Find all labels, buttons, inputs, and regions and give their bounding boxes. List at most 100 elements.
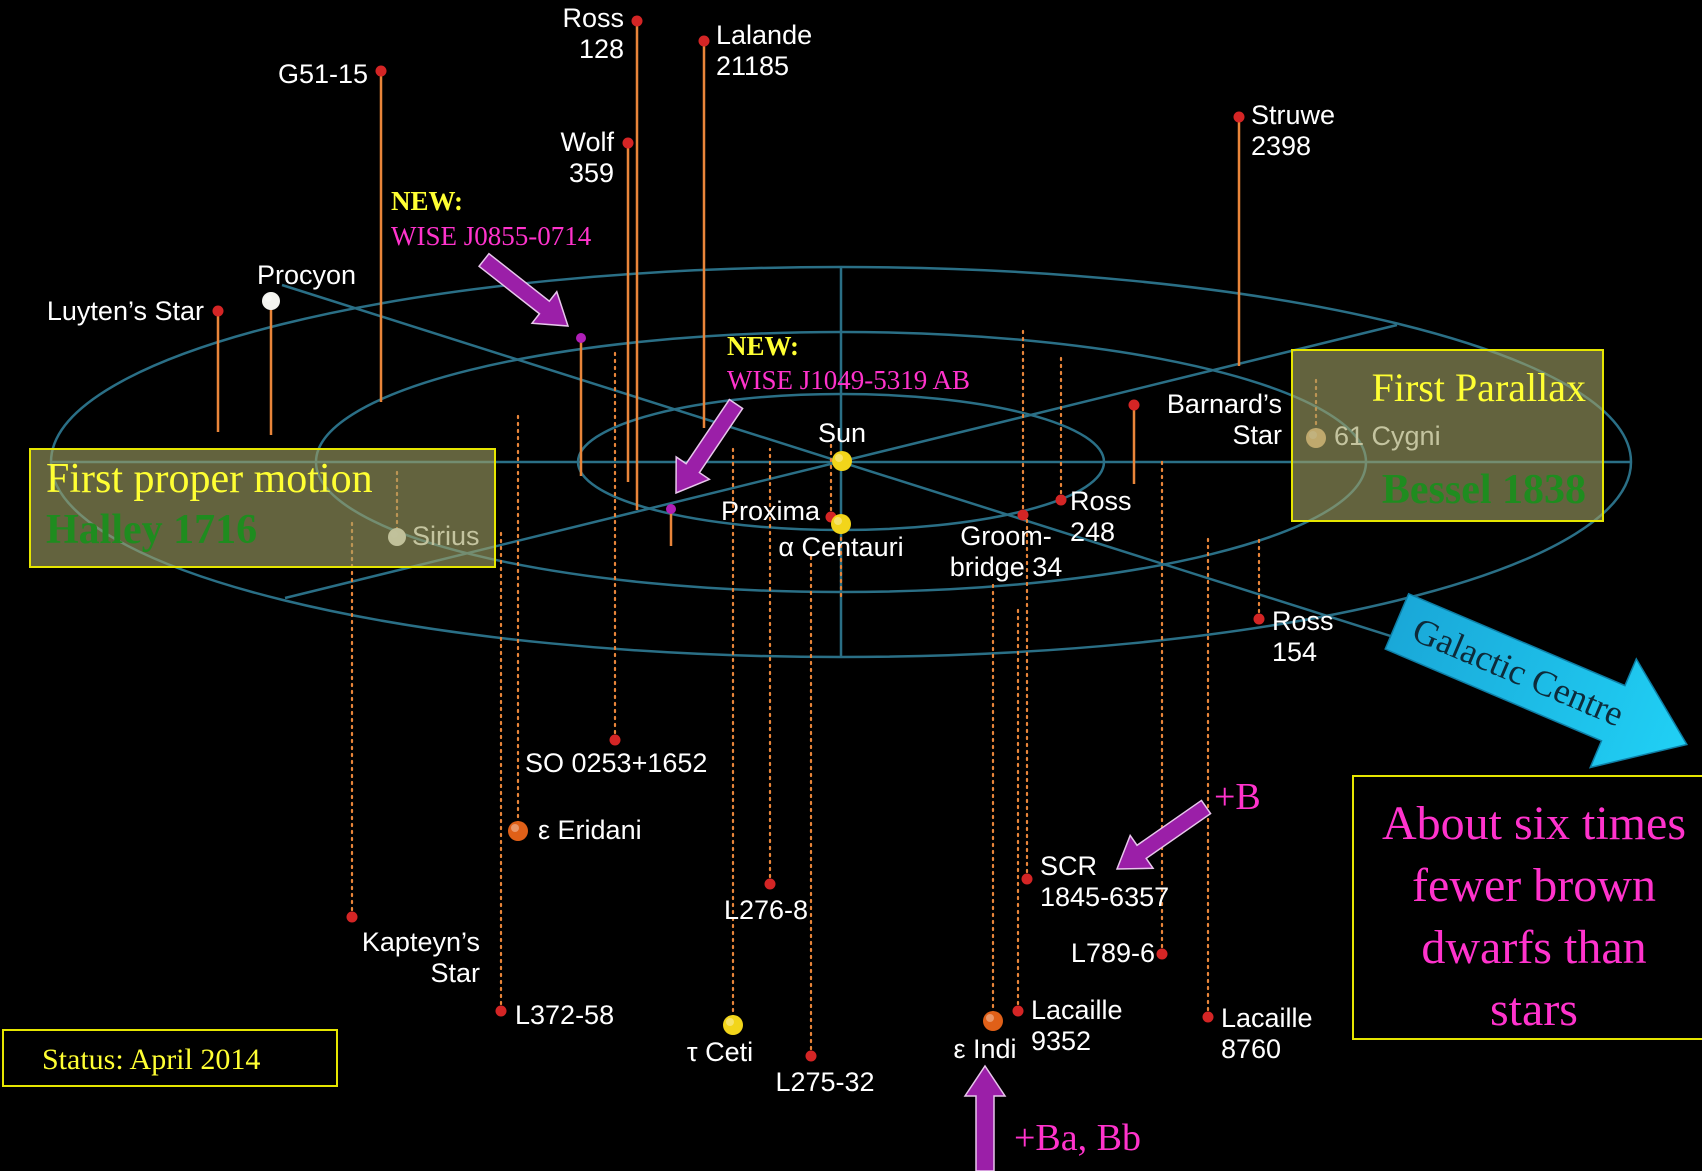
l2768-star xyxy=(765,879,776,890)
kapteyn-label: Kapteyn’sStar xyxy=(362,927,480,988)
groom-label-line: Groom- xyxy=(960,521,1052,551)
lac9352-label-line: 9352 xyxy=(1031,1026,1091,1056)
procyon-label: Procyon xyxy=(257,260,356,290)
acen-label: α Centauri xyxy=(778,532,903,562)
eeridani-label-line: ε Eridani xyxy=(538,815,642,845)
scr-label-line: 1845-6357 xyxy=(1040,882,1169,912)
ross154-label-line: 154 xyxy=(1272,637,1317,667)
g51-label-line: G51-15 xyxy=(278,59,368,89)
groom-label: Groom-bridge 34 xyxy=(950,521,1063,582)
barnard-star xyxy=(1129,400,1140,411)
procyon-star xyxy=(262,292,280,310)
procyon-star-highlight xyxy=(265,295,272,302)
arrow-to-eindi xyxy=(965,1066,1005,1171)
scr-star xyxy=(1022,874,1033,885)
l37258-star xyxy=(496,1006,507,1017)
first-proper-motion-box: First proper motion Halley 1716 xyxy=(29,448,496,568)
tceti-label-line: τ Ceti xyxy=(687,1037,753,1067)
g51-star xyxy=(376,66,387,77)
l2768-label: L276-8 xyxy=(724,895,808,925)
l7896-label-line: L789-6 xyxy=(1071,938,1155,968)
proper-motion-credit: Halley 1716 xyxy=(46,506,257,554)
galactic-centre-arrow: Galactic Centre xyxy=(1374,567,1702,799)
sun-label: Sun xyxy=(818,418,866,448)
l2768-label-line: L276-8 xyxy=(724,895,808,925)
luyten-star xyxy=(213,306,224,317)
l37258-label-line: L372-58 xyxy=(515,1000,614,1030)
parallax-credit: Bessel 1838 xyxy=(1382,466,1586,514)
so0253-star xyxy=(610,735,621,746)
eindi-label: ε Indi xyxy=(953,1034,1016,1064)
lac8760-star xyxy=(1203,1012,1214,1023)
groom-label-line: bridge 34 xyxy=(950,552,1063,582)
tceti-star xyxy=(723,1015,743,1035)
lalande-label-line: Lalande xyxy=(716,20,812,50)
ross248-label-line: Ross xyxy=(1070,486,1132,516)
ross154-label-line: Ross xyxy=(1272,606,1334,636)
ross248-label-line: 248 xyxy=(1070,517,1115,547)
eindi-star xyxy=(983,1011,1003,1031)
so0253-label-line: SO 0253+1652 xyxy=(525,748,707,778)
status-text: Status: April 2014 xyxy=(42,1043,260,1077)
ross248-star xyxy=(1056,495,1067,506)
kapteyn-label-line: Kapteyn’s xyxy=(362,927,480,957)
kapteyn-star xyxy=(347,912,358,923)
new-label-0855: NEW: xyxy=(391,186,463,216)
status-box: Status: April 2014 xyxy=(2,1029,338,1087)
ross128-label-line: 128 xyxy=(579,34,624,64)
lac9352-label-line: Lacaille xyxy=(1031,995,1123,1025)
wise0855-label: WISE J0855-0714 xyxy=(391,221,592,251)
luyten-label: Luyten’s Star xyxy=(47,296,204,326)
lac8760-label-line: 8760 xyxy=(1221,1034,1281,1064)
eeridani-star-highlight xyxy=(511,824,519,832)
acen-star xyxy=(831,514,851,534)
l27532-star xyxy=(806,1051,817,1062)
barnard-label-line: Barnard’s xyxy=(1167,389,1282,419)
l7896-star xyxy=(1157,949,1168,960)
barnard-label: Barnard’sStar xyxy=(1167,389,1282,450)
lalande-star xyxy=(699,36,710,47)
eeridani-star xyxy=(508,821,528,841)
acen-label-line: α Centauri xyxy=(778,532,903,562)
eeridani-label: ε Eridani xyxy=(538,815,642,845)
l37258-label: L372-58 xyxy=(515,1000,614,1030)
struwe-label-line: Struwe xyxy=(1251,100,1335,130)
proxima-label: Proxima xyxy=(721,496,821,526)
arrow-to-wise0855 xyxy=(479,254,568,326)
groom-star xyxy=(1018,510,1029,521)
sun-label-line: Sun xyxy=(818,418,866,448)
first-parallax-box: First Parallax Bessel 1838 xyxy=(1291,349,1604,522)
ross154-star xyxy=(1254,614,1265,625)
wolf-star xyxy=(623,138,634,149)
wise1049-star xyxy=(666,504,676,514)
arrow-to-scr xyxy=(1117,800,1211,869)
struwe-star xyxy=(1234,112,1245,123)
wise1049-label: WISE J1049-5319 AB xyxy=(727,365,970,395)
proper-motion-title: First proper motion xyxy=(46,455,373,503)
note-line: fewer brown xyxy=(1354,855,1702,917)
scr-label-line: SCR xyxy=(1040,851,1097,881)
sun-star-highlight xyxy=(835,454,843,462)
wolf-label-line: Wolf xyxy=(560,127,614,157)
brown-dwarf-note: About six times fewer brown dwarfs than … xyxy=(1354,793,1702,1041)
proxima-label-line: Proxima xyxy=(721,496,821,526)
wolf-label-line: 359 xyxy=(569,158,614,188)
new-label-1049: NEW: xyxy=(727,331,799,361)
so0253-label: SO 0253+1652 xyxy=(525,748,707,778)
luyten-label-line: Luyten’s Star xyxy=(47,296,204,326)
tceti-star-highlight xyxy=(726,1018,734,1026)
wise0855-star xyxy=(576,333,586,343)
note-line: About six times xyxy=(1354,793,1702,855)
eindi-label-line: ε Indi xyxy=(953,1034,1016,1064)
lac9352-star xyxy=(1013,1006,1024,1017)
struwe-label-line: 2398 xyxy=(1251,131,1311,161)
